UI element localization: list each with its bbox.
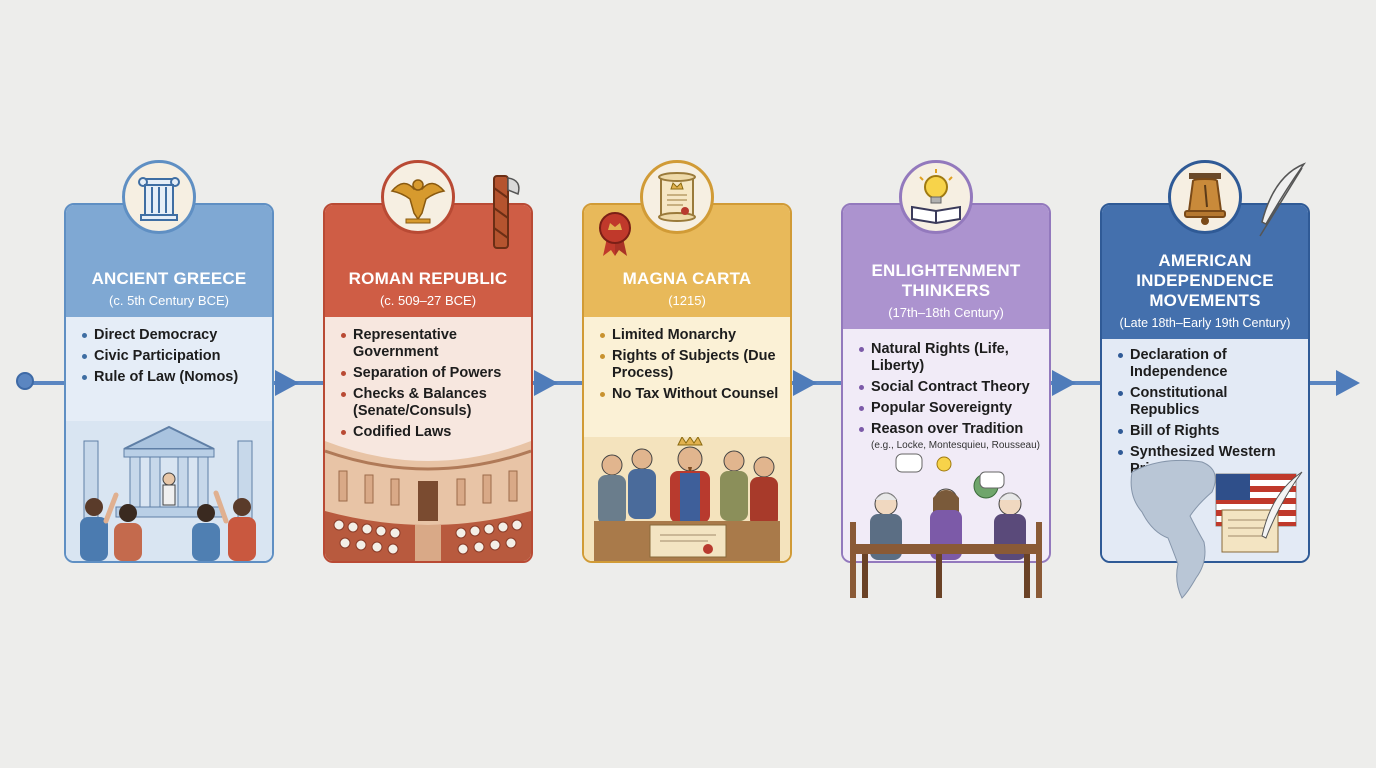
stage-title: Enlightenment Thinkers (871, 261, 1021, 300)
point-list: Limited Monarchy Rights of Subjects (Due… (584, 317, 790, 403)
greek-column-icon (122, 160, 196, 234)
signing-illustration (584, 437, 790, 561)
card-body: Representative Government Separation of … (325, 317, 531, 561)
stage-card-ancient-greece: Ancient Greece (c. 5th Century BCE) Dire… (64, 203, 274, 563)
timeline-arrow (1052, 370, 1076, 396)
wax-seal-icon (595, 210, 635, 258)
point-item: Representative Government (339, 327, 523, 361)
quill-icon (1254, 162, 1310, 242)
stage-card-american-independence: American Independence Movements (Late 18… (1100, 203, 1310, 563)
point-item: Declaration of Independence (1116, 347, 1300, 381)
point-item: Reason over Tradition (857, 421, 1041, 438)
stage-title: Ancient Greece (91, 269, 247, 288)
point-item: Popular Sovereignty (857, 400, 1041, 417)
point-item: No Tax Without Counsel (598, 386, 782, 403)
point-item: Checks & Balances (Senate/Consuls) (339, 386, 523, 420)
timeline-arrow-end (1336, 370, 1360, 396)
stage-title: Magna Carta (622, 269, 752, 288)
point-list: Natural Rights (Life, Liberty) Social Co… (843, 329, 1049, 438)
stage-title: American Independence Movements (1136, 251, 1274, 310)
stage-period: (Late 18th–Early 19th Century) (1119, 316, 1291, 330)
point-item: Bill of Rights (1116, 423, 1300, 440)
point-item: Rule of Law (Nomos) (80, 369, 264, 386)
card-header: American Independence Movements (Late 18… (1102, 205, 1308, 339)
card-body: Limited Monarchy Rights of Subjects (Due… (584, 317, 790, 561)
point-item: Direct Democracy (80, 327, 264, 344)
stage-card-roman-republic: Roman Republic (c. 509–27 BCE) Represent… (323, 203, 533, 563)
map-flag-illustration (1112, 452, 1308, 602)
stage-period: (c. 509–27 BCE) (379, 293, 477, 308)
stage-period: (17th–18th Century) (888, 305, 1004, 320)
point-item: Codified Laws (339, 424, 523, 441)
liberty-bell-icon (1168, 160, 1242, 234)
point-item: Separation of Powers (339, 365, 523, 382)
point-list: Representative Government Separation of … (325, 317, 531, 441)
thinkers-note: (e.g., Locke, Montesquieu, Rousseau) (871, 440, 1040, 451)
fasces-icon (488, 168, 524, 250)
senate-illustration (325, 441, 531, 561)
scroll-icon (640, 160, 714, 234)
timeline-arrow (793, 370, 817, 396)
card-header: Ancient Greece (c. 5th Century BCE) (66, 205, 272, 317)
point-item: Social Contract Theory (857, 379, 1041, 396)
eagle-icon (381, 160, 455, 234)
point-item: Limited Monarchy (598, 327, 782, 344)
point-item: Rights of Subjects (Due Process) (598, 348, 782, 382)
timeline-arrow (534, 370, 558, 396)
stage-card-enlightenment: Enlightenment Thinkers (17th–18th Centur… (841, 203, 1051, 563)
stage-period: (c. 5th Century BCE) (109, 293, 229, 308)
card-body: Direct Democracy Civic Participation Rul… (66, 317, 272, 561)
point-item: Constitutional Republics (1116, 385, 1300, 419)
point-list: Direct Democracy Civic Participation Rul… (66, 317, 272, 386)
card-body: Natural Rights (Life, Liberty) Social Co… (843, 329, 1049, 561)
point-item: Natural Rights (Life, Liberty) (857, 341, 1041, 375)
stage-title: Roman Republic (348, 269, 508, 288)
stage-card-magna-carta: Magna Carta (1215) Limited Monarchy Righ… (582, 203, 792, 563)
lightbulb-book-icon (899, 160, 973, 234)
timeline-arrow (275, 370, 299, 396)
salon-illustration (846, 452, 1046, 602)
agora-illustration (66, 421, 272, 561)
point-item: Civic Participation (80, 348, 264, 365)
stage-period: (1215) (668, 293, 706, 308)
timeline-start-dot (16, 372, 34, 390)
